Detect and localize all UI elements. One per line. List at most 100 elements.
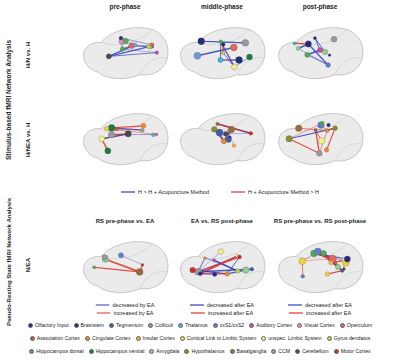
- legend-item: Cerebellum: [295, 348, 329, 354]
- region-node: [216, 122, 219, 125]
- legend-text: Hypothalamus: [191, 348, 224, 354]
- line-sample: [121, 190, 135, 194]
- region-node: [250, 267, 254, 271]
- legend-item: Colliculi: [148, 322, 173, 328]
- column-header: middle-phase: [201, 3, 243, 10]
- legend-item: Gyrus dendatus: [327, 335, 371, 341]
- cerebellum-line: [237, 272, 265, 289]
- legend-text: Basalganglia: [237, 348, 267, 354]
- region-node: [333, 126, 338, 131]
- region-node: [305, 41, 311, 47]
- region-node: [316, 150, 322, 156]
- legend-text: Amygdala: [156, 348, 179, 354]
- connection-line: [289, 123, 322, 139]
- legend-swatch: [213, 323, 218, 328]
- region-node: [324, 148, 328, 152]
- region-node: [242, 39, 249, 46]
- region-node: [314, 248, 321, 255]
- legend-text: decreased after EA: [305, 302, 352, 308]
- region-node: [317, 48, 322, 53]
- legend-text: H > H + Acupuncture Method: [138, 189, 209, 195]
- row-label: H/N vs. H: [25, 42, 32, 68]
- region-node: [326, 63, 331, 68]
- legend-text: increased after EA: [306, 310, 351, 316]
- region-node: [293, 42, 296, 45]
- region-node: [151, 133, 155, 137]
- region-node: [216, 129, 223, 136]
- legend-row: Olfactory InputBrainstemTegmentumCollicu…: [0, 322, 400, 328]
- region-node: [102, 255, 107, 260]
- connection-line: [298, 48, 328, 64]
- column-header: pre-phase: [109, 3, 140, 10]
- brain-panel: [279, 28, 363, 79]
- brain-midline: [296, 30, 348, 45]
- row-label: N/EA: [25, 258, 32, 272]
- region-node: [237, 255, 241, 259]
- brain-midline: [296, 116, 348, 131]
- legend-text: Hippocampus ventral: [96, 348, 145, 354]
- region-node: [150, 43, 154, 47]
- legend-swatch: [148, 323, 153, 328]
- region-node: [195, 268, 202, 275]
- line-sample: [190, 303, 204, 307]
- legend-item: Association Cortex: [30, 335, 80, 341]
- brain-panel: [279, 114, 363, 165]
- legend-item: cxS1/cxS2: [213, 322, 245, 328]
- legend-item: Auditory Cortex: [249, 322, 292, 328]
- legend-item: Cortical Link to Limbic System: [180, 335, 256, 341]
- region-node: [320, 121, 324, 125]
- connection-line: [302, 259, 332, 262]
- line-sample: [96, 311, 110, 315]
- brain-midline: [198, 116, 250, 131]
- row-label: H/NEA vs. H: [25, 123, 32, 157]
- connection-line: [307, 55, 328, 65]
- cerebellum-line: [237, 144, 265, 161]
- region-node: [198, 38, 205, 45]
- region-node: [325, 129, 329, 133]
- connection-line: [198, 251, 221, 271]
- region-node: [219, 40, 223, 44]
- region-node: [115, 127, 118, 130]
- brain-panel: [181, 114, 265, 165]
- legend-item: Thalamus: [178, 322, 208, 328]
- legend-item: Hippocampus ventral: [89, 348, 145, 354]
- brain-panel: [181, 242, 265, 293]
- legend-text: Colliculi: [155, 322, 173, 328]
- connection-line: [102, 134, 128, 139]
- legend-text: Hippocampus dorsal: [36, 348, 83, 354]
- brain-outline: [84, 28, 168, 79]
- legend-swatch: [295, 349, 300, 354]
- region-node: [204, 257, 207, 260]
- line-legend-item: increased by EA: [96, 310, 153, 316]
- legend-swatch: [85, 336, 90, 341]
- cerebellum-line: [335, 144, 363, 161]
- legend-text: Olfactory Input: [35, 322, 69, 328]
- region-node: [318, 138, 324, 144]
- legend-text: unspec. Limbic System: [268, 335, 321, 341]
- region-node: [232, 144, 236, 148]
- region-node: [104, 126, 109, 131]
- legend-text: Operculum: [347, 322, 372, 328]
- legend-item: Basalganglia: [230, 348, 267, 354]
- legend-swatch: [28, 323, 33, 328]
- legend-text: increased by EA: [113, 310, 153, 316]
- region-node: [318, 122, 325, 129]
- brain-midline: [296, 244, 348, 259]
- region-node: [120, 47, 125, 52]
- cerebellum-line: [335, 272, 363, 289]
- legend-text: H + Acupuncture Method > H: [248, 189, 319, 195]
- legend-swatch: [334, 349, 339, 354]
- legend-text: Gyrus dendatus: [334, 335, 371, 341]
- region-node: [190, 267, 196, 273]
- region-node: [322, 49, 327, 54]
- legend-text: decreased by EA: [113, 302, 155, 308]
- legend-text: Cingulate Cortex: [92, 335, 131, 341]
- legend-text: increased after EA: [208, 310, 253, 316]
- column-header: RS pre-phase vs. RS post-phase: [274, 218, 366, 225]
- connection-line: [289, 139, 319, 154]
- legend-text: Thalamus: [185, 322, 208, 328]
- region-node: [213, 272, 217, 276]
- legend-text: CCM: [278, 348, 290, 354]
- connection-line: [299, 128, 328, 130]
